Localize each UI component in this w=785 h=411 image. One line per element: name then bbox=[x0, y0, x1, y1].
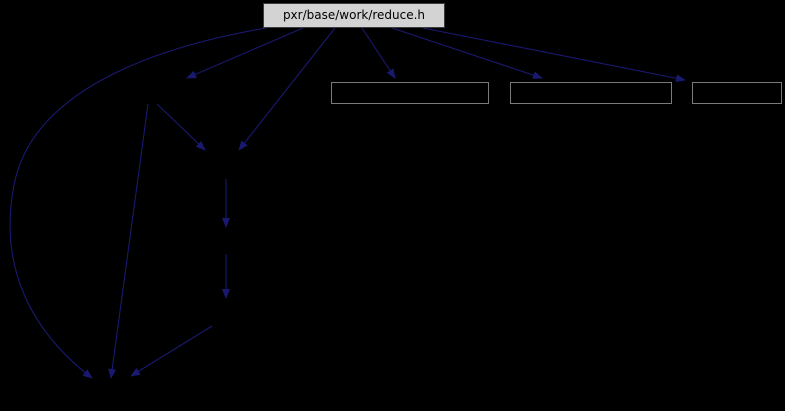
edge-hidden-1-to-hidden-2 bbox=[156, 103, 206, 151]
edge-root-to-empty-node-3 bbox=[422, 27, 686, 83]
edge-root-to-hidden-node-1 bbox=[186, 27, 304, 79]
edge-root-to-empty-node-2 bbox=[391, 27, 543, 79]
edge-root-to-empty-node-1 bbox=[361, 27, 396, 79]
edge-root-to-hidden-node-2 bbox=[238, 27, 336, 151]
dependency-node-3[interactable] bbox=[692, 82, 782, 104]
edge-hidden-4-to-bottom-node bbox=[130, 325, 213, 377]
edge-hidden-1-to-bottom-node bbox=[108, 103, 149, 379]
dependency-node-2[interactable] bbox=[510, 82, 672, 104]
root-node-reduce-h: pxr/base/work/reduce.h bbox=[263, 3, 445, 28]
dependency-node-1[interactable] bbox=[331, 82, 489, 104]
edge-root-to-bottom-node bbox=[9, 27, 267, 379]
